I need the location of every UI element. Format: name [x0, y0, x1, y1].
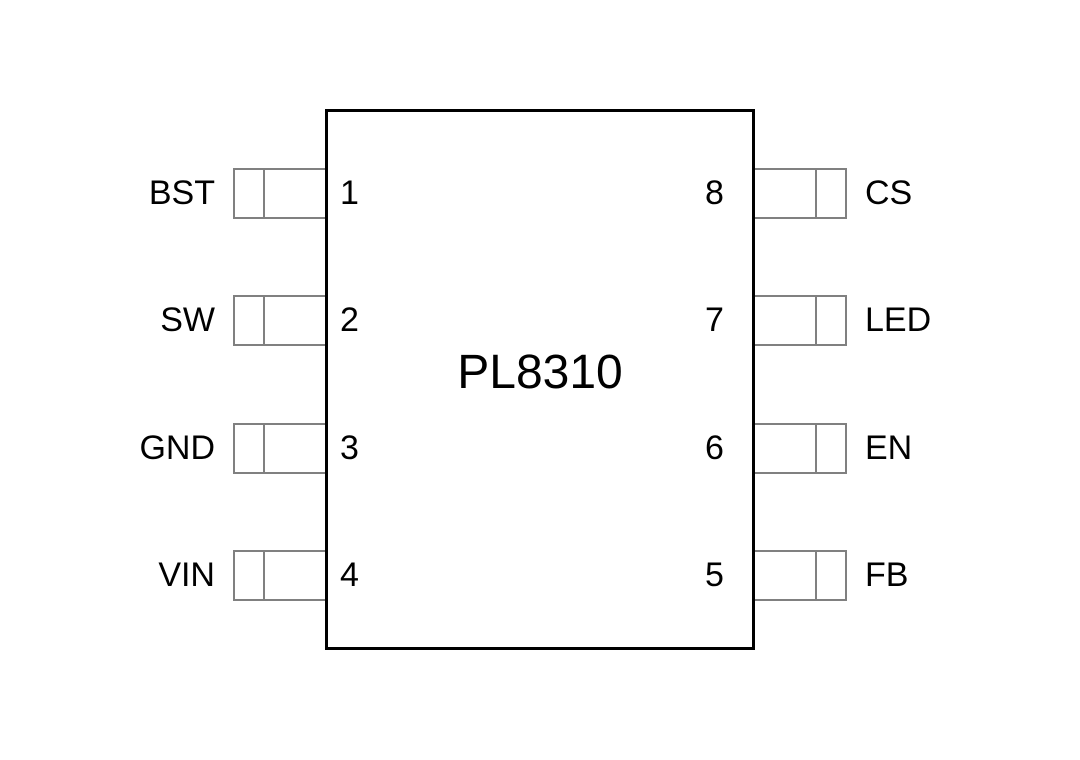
pin-number-5: 5: [705, 556, 724, 594]
pin-pad-8: [755, 168, 847, 219]
pin-pad-divider: [815, 425, 817, 472]
pin-pad-6: [755, 423, 847, 474]
pin-pad-3: [233, 423, 325, 474]
chip-body: PL8310: [325, 109, 755, 650]
pin-pad-divider: [815, 552, 817, 599]
pin-name-sw: SW: [160, 301, 215, 339]
pin-pad-divider: [263, 297, 265, 344]
pin-pad-2: [233, 295, 325, 346]
pin-pad-1: [233, 168, 325, 219]
pin-name-en: EN: [865, 429, 913, 467]
pin-number-7: 7: [705, 301, 724, 339]
chip-part-number: PL8310: [457, 346, 623, 399]
pin-pad-divider: [263, 425, 265, 472]
pin-number-4: 4: [340, 556, 359, 594]
pin-name-fb: FB: [865, 556, 909, 594]
pin-name-gnd: GND: [139, 429, 215, 467]
pin-pad-5: [755, 550, 847, 601]
pin-row-1: BST 1 8 CS: [0, 168, 1080, 219]
pin-name-cs: CS: [865, 174, 913, 212]
pin-pad-divider: [815, 297, 817, 344]
pin-pad-4: [233, 550, 325, 601]
pin-number-8: 8: [705, 174, 724, 212]
pin-pad-7: [755, 295, 847, 346]
pin-row-2: SW 2 7 LED: [0, 295, 1080, 346]
pin-name-vin: VIN: [158, 556, 215, 594]
pin-number-3: 3: [340, 429, 359, 467]
pin-pad-divider: [263, 170, 265, 217]
pin-row-3: GND 3 6 EN: [0, 423, 1080, 474]
pin-number-6: 6: [705, 429, 724, 467]
pin-pad-divider: [815, 170, 817, 217]
pin-pad-divider: [263, 552, 265, 599]
pin-number-2: 2: [340, 301, 359, 339]
pin-name-led: LED: [865, 301, 932, 339]
pin-row-4: VIN 4 5 FB: [0, 550, 1080, 601]
pin-number-1: 1: [340, 174, 359, 212]
pin-name-bst: BST: [148, 174, 215, 212]
